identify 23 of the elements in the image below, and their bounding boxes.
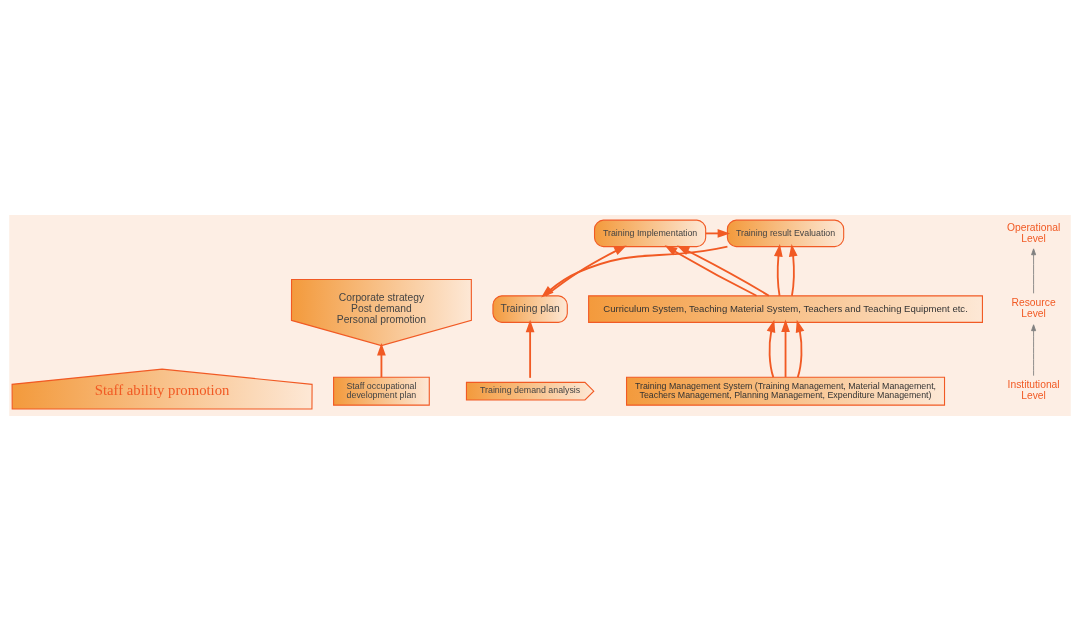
arrow — [664, 245, 758, 297]
node-box: Curriculum System, Teaching Material System, Teachers and Teaching Equipment etc. — [588, 295, 983, 323]
node-box: Training plan — [492, 295, 568, 323]
arrow — [795, 319, 805, 379]
node-text: Institutional Level — [1007, 379, 1060, 402]
arrow — [541, 245, 729, 298]
arrow — [377, 343, 386, 379]
arrow — [544, 245, 627, 297]
arrow — [676, 245, 770, 297]
arrow — [1031, 248, 1037, 294]
node-box: Training Management System (Training Management, Material Management, Teachers Management, Planning Management, Expenditure Management) — [626, 376, 946, 406]
node-box: Staff occupational development plan — [333, 376, 430, 406]
arrow — [766, 319, 776, 379]
arrow — [774, 244, 783, 297]
node-box: Training result Evaluation — [726, 219, 845, 248]
arrow — [788, 244, 798, 297]
arrow — [705, 229, 731, 238]
node-text: Resource Level — [1011, 297, 1056, 320]
arrow — [525, 319, 535, 379]
arrow — [1031, 324, 1037, 377]
node-box: Training Implementation — [593, 219, 707, 248]
node-text: Operational Level — [1006, 221, 1061, 244]
arrow — [781, 319, 790, 379]
